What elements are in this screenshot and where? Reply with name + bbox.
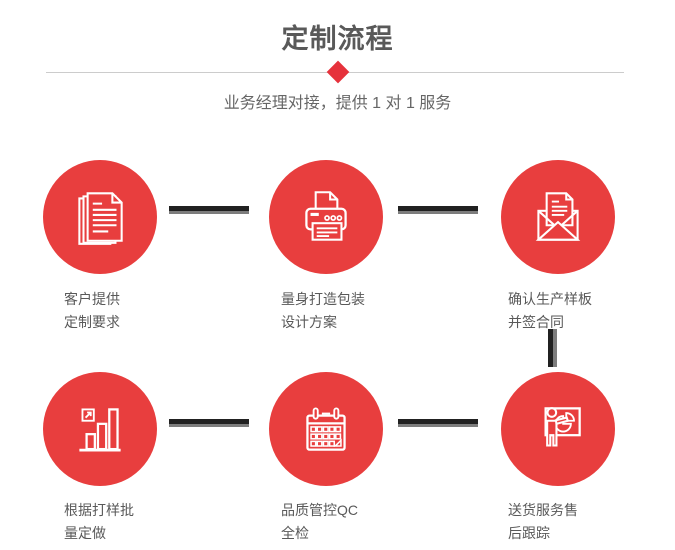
step-label-2-line1: 量身打造包装 [281, 291, 365, 307]
documents-icon [78, 192, 123, 245]
step-label-5: 品质管控QC 全检 [281, 499, 358, 545]
step-label-2: 量身打造包装 设计方案 [281, 288, 365, 334]
step-label-4: 根据打样批 量定做 [64, 499, 134, 545]
connector-step5-step6 [398, 419, 478, 427]
step-label-1: 客户提供 定制要求 [64, 288, 120, 334]
printer-icon [305, 191, 347, 241]
connector-step3-step6 [548, 329, 557, 367]
presentation-icon [544, 407, 581, 447]
connector-step2-step3 [398, 206, 478, 214]
step-circle-5 [269, 372, 383, 486]
step-circle-3 [501, 160, 615, 274]
step-circle-4 [43, 372, 157, 486]
step-label-1-line1: 客户提供 [64, 291, 120, 307]
step-label-3: 确认生产样板 并签合同 [508, 288, 592, 334]
step-label-3-line2: 并签合同 [508, 314, 564, 330]
step-circle-2 [269, 160, 383, 274]
step-label-1-line2: 定制要求 [64, 314, 120, 330]
connector-step1-step2 [169, 206, 249, 214]
step-label-6: 送货服务售 后跟踪 [508, 499, 578, 545]
step-label-6-line2: 后跟踪 [508, 525, 550, 541]
connector-step4-step5 [169, 419, 249, 427]
step-label-6-line1: 送货服务售 [508, 502, 578, 518]
page-title: 定制流程 [281, 24, 394, 54]
step-circle-1 [43, 160, 157, 274]
step-label-4-line2: 量定做 [64, 525, 106, 541]
step-circle-6 [501, 372, 615, 486]
page-subtitle: 业务经理对接，提供 1 对 1 服务 [223, 95, 452, 112]
step-label-2-line2: 设计方案 [281, 314, 337, 330]
diamond-icon [326, 60, 350, 84]
step-label-3-line1: 确认生产样板 [508, 291, 592, 307]
step-label-4-line1: 根据打样批 [64, 502, 134, 518]
bar-chart-icon [79, 408, 121, 452]
calendar-icon [306, 407, 346, 451]
envelope-icon [535, 192, 581, 241]
step-label-5-line2: 全检 [281, 525, 309, 541]
step-label-5-line1: 品质管控QC [281, 502, 358, 518]
